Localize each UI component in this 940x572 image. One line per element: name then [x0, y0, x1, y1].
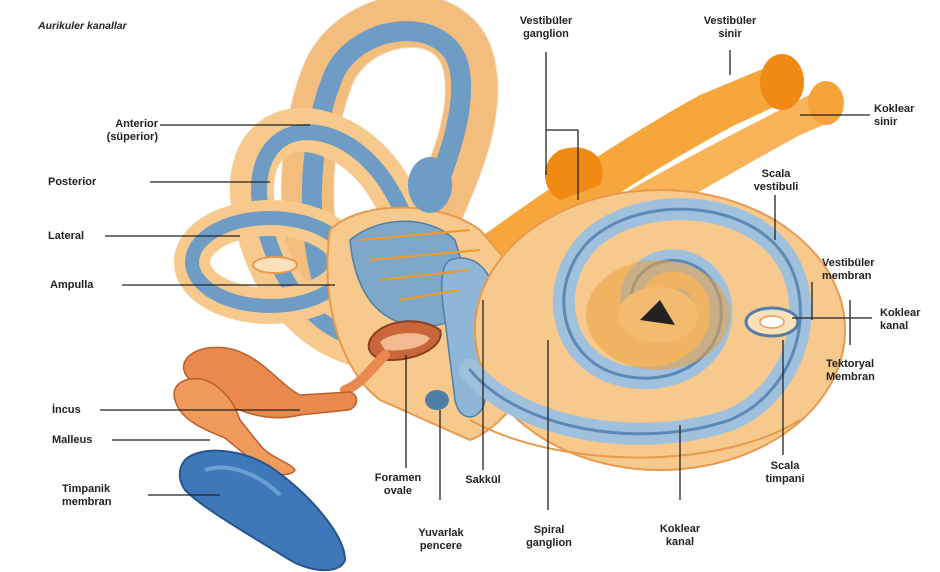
label-koklear-sinir: Koklear sinir	[874, 103, 914, 129]
label-koklear-sinir-line2: sinir	[874, 116, 914, 129]
label-lateral: Lateral	[48, 230, 84, 243]
label-vestibuler-sinir-line2: sinir	[694, 28, 766, 41]
label-foramen-line2: ovale	[368, 485, 428, 498]
label-scala-timpani: Scala timpani	[760, 460, 810, 486]
label-timpanik-membran: Timpanik membran	[62, 483, 112, 509]
label-koklear-kanal-right-line1: Koklear	[880, 307, 920, 320]
label-spiral-ganglion: Spiral ganglion	[518, 524, 580, 550]
label-koklear-kanal-bottom: Koklear kanal	[648, 523, 712, 549]
label-vestibuler-sinir-line1: Vestibüler	[694, 15, 766, 28]
label-anterior: Anterior (süperior)	[78, 118, 158, 144]
round-window	[425, 390, 449, 410]
label-scala-timpani-line2: timpani	[760, 473, 810, 486]
label-incus: İncus	[52, 404, 81, 417]
label-anterior-line2: (süperior)	[78, 131, 158, 144]
label-koklear-kanal-bottom-line2: kanal	[648, 536, 712, 549]
label-sakkul: Sakkül	[455, 474, 511, 487]
label-koklear-kanal-right: Koklear kanal	[880, 307, 920, 333]
label-koklear-kanal-right-line2: kanal	[880, 320, 920, 333]
label-tektoryal-membran: Tektoryal Membran	[826, 358, 875, 384]
label-vestibuler-ganglion: Vestibüler ganglion	[510, 15, 582, 41]
label-scala-vestibuli-line1: Scala	[748, 168, 804, 181]
label-scala-timpani-line1: Scala	[760, 460, 810, 473]
label-vestibuler-ganglion-line1: Vestibüler	[510, 15, 582, 28]
label-vestibuler-membran-line2: membran	[822, 270, 875, 283]
label-vestibuler-membran: Vestibüler membran	[822, 257, 875, 283]
diagram-title: Aurikuler kanallar	[38, 20, 127, 33]
label-anterior-line1: Anterior	[78, 118, 158, 131]
label-foramen-line1: Foramen	[368, 472, 428, 485]
label-ampulla: Ampulla	[50, 279, 93, 292]
label-vestibuler-membran-line1: Vestibüler	[822, 257, 875, 270]
label-vestibuler-ganglion-line2: ganglion	[510, 28, 582, 41]
ampulla-bulge	[408, 157, 452, 213]
label-timpanik-line1: Timpanik	[62, 483, 112, 496]
label-koklear-sinir-line1: Koklear	[874, 103, 914, 116]
tympanic-membrane	[180, 451, 345, 570]
label-yuvarlak-line2: pencere	[406, 540, 476, 553]
label-spiral-line1: Spiral	[518, 524, 580, 537]
label-malleus: Malleus	[52, 434, 92, 447]
label-tektoryal-line1: Tektoryal	[826, 358, 875, 371]
label-scala-vestibuli: Scala vestibuli	[748, 168, 804, 194]
label-yuvarlak-line1: Yuvarlak	[406, 527, 476, 540]
label-vestibuler-sinir: Vestibüler sinir	[694, 15, 766, 41]
label-timpanik-line2: membran	[62, 496, 112, 509]
label-koklear-kanal-bottom-line1: Koklear	[648, 523, 712, 536]
label-spiral-line2: ganglion	[518, 537, 580, 550]
label-posterior: Posterior	[48, 176, 96, 189]
label-tektoryal-line2: Membran	[826, 371, 875, 384]
label-foramen-ovale: Foramen ovale	[368, 472, 428, 498]
label-scala-vestibuli-line2: vestibuli	[748, 181, 804, 194]
label-yuvarlak-pencere: Yuvarlak pencere	[406, 527, 476, 553]
